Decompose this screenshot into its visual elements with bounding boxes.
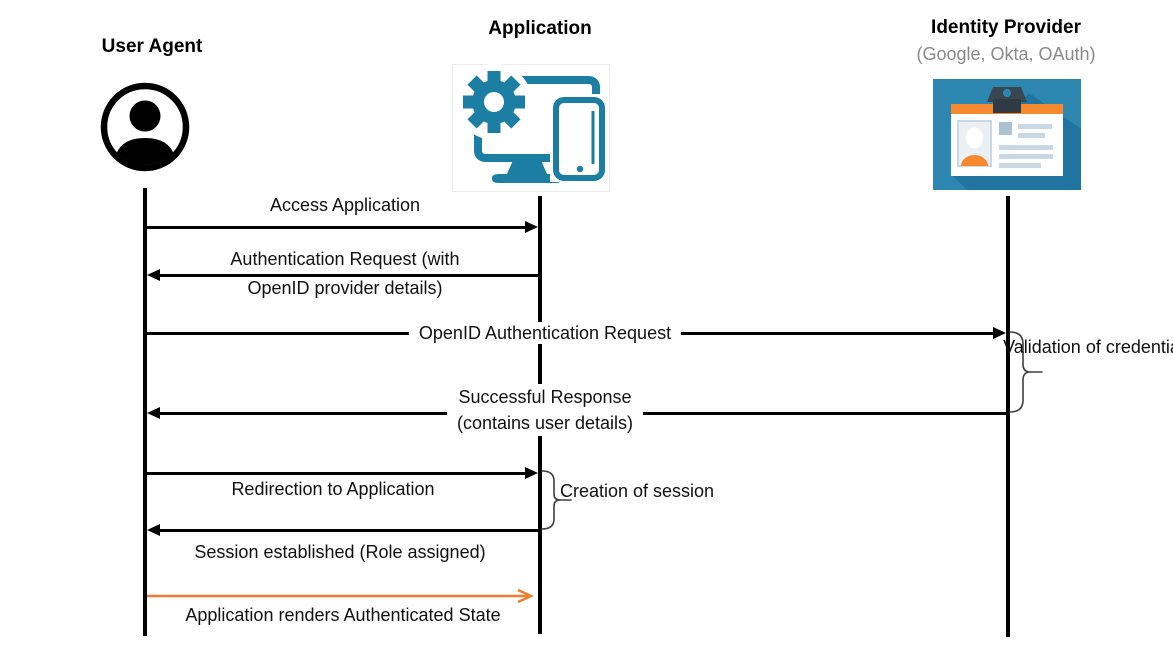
label-successful-response-line2: (contains user details) — [456, 413, 634, 433]
actor-title-identity-provider: Identity Provider — [931, 17, 1081, 38]
brace-creation — [541, 470, 572, 530]
label-redirection: Redirection to Application — [231, 479, 435, 499]
actor-title-application: Application — [488, 18, 592, 39]
id-card-icon — [933, 79, 1081, 190]
label-successful-response: Successful Response (contains user detai… — [446, 384, 644, 436]
avatar — [961, 127, 988, 166]
actor-title-user-agent: User Agent — [101, 36, 203, 57]
brace-validation — [1009, 331, 1043, 413]
arrow-redirection — [147, 467, 538, 479]
note-validation-line1: Validation — [1003, 337, 1081, 357]
lifeline-user-agent — [143, 188, 147, 636]
label-authentication-request-line1: Authentication Request (with — [230, 249, 460, 269]
card-text-lines — [999, 122, 1053, 168]
note-creation-of-session: Creation of session — [560, 478, 714, 505]
label-openid-auth-request: OpenID Authentication Request — [408, 322, 682, 344]
note-creation-line1: Creation of — [559, 481, 649, 501]
person-in-circle-icon — [100, 82, 190, 172]
arrow-authentication-request — [147, 269, 538, 281]
note-validation-of-credentials: Validation of credentials — [1003, 334, 1173, 361]
label-authentication-request-line2: OpenID provider details) — [247, 278, 443, 298]
note-validation-line3: credentials — [1105, 337, 1173, 357]
gear-monitor-phone-icon — [452, 64, 610, 192]
arrow-session-established — [147, 524, 538, 536]
actor-subtitle-identity-provider: (Google, Okta, OAuth) — [916, 44, 1096, 64]
arrow-access-application — [147, 221, 538, 233]
lifeline-identity-provider — [1006, 196, 1010, 637]
note-creation-line2: session — [653, 481, 715, 501]
note-validation-line2: of — [1085, 337, 1101, 357]
label-successful-response-line1: Successful Response — [458, 387, 632, 407]
arrow-renders-authenticated-state — [147, 589, 534, 603]
label-access-application: Access Application — [269, 195, 421, 215]
phone-icon — [553, 97, 605, 181]
label-renders-authenticated-state: Application renders Authenticated State — [185, 605, 501, 625]
label-session-established: Session established (Role assigned) — [194, 542, 486, 562]
clipboard-clip — [987, 87, 1027, 113]
gear-icon — [463, 71, 525, 133]
